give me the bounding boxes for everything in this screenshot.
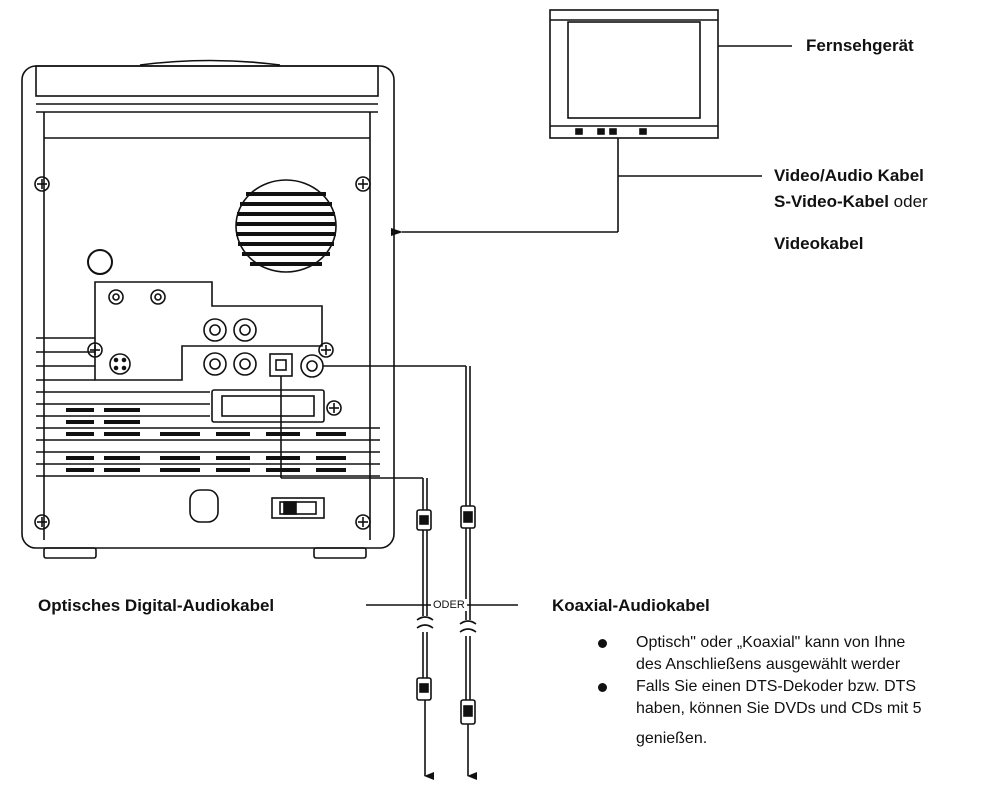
vent-slots — [36, 391, 380, 477]
note-2-line-2: haben, können Sie DVDs und CDs mit 5 — [636, 700, 922, 717]
coaxial-cable — [323, 365, 477, 780]
bullet-1 — [598, 639, 607, 648]
screw-icon — [34, 176, 371, 530]
optical-cable — [280, 376, 434, 780]
note-1-line-2: des Anschließens ausgewählt werder — [636, 656, 901, 673]
av-cable-label: Video/Audio Kabel — [774, 166, 924, 185]
rca-jacks-icon — [203, 318, 257, 376]
optical-cable-label: Optisches Digital-Audiokabel — [38, 596, 275, 615]
tv-label: Fernsehgerät — [806, 36, 914, 55]
note-2-line-3: genießen. — [636, 730, 708, 747]
coax-cable-label: Koaxial-Audiokabel — [552, 596, 710, 615]
note-2-line-1: Falls Sie einen DTS-Dekoder bzw. DTS — [636, 678, 917, 695]
bullet-2 — [598, 683, 607, 692]
note-1-line-1: Optisch" oder „Koaxial" kann von Ihne — [636, 634, 906, 651]
speaker-grille-icon — [235, 179, 337, 273]
svideo-cable-label: S-Video-Kabel — [774, 192, 889, 211]
voltage-switch-icon — [271, 497, 325, 519]
optical-out-icon — [269, 353, 293, 377]
oder-label: oder — [893, 192, 928, 211]
note-1: Optisch" oder „Koaxial" kann von Ihne de… — [636, 632, 905, 676]
coaxial-out-icon — [300, 354, 324, 378]
note-2: Falls Sie einen DTS-Dekoder bzw. DTS hab… — [636, 676, 921, 750]
svideo-jack-icon — [109, 353, 131, 375]
tv-icon — [549, 9, 719, 139]
svideo-cable-label-row: S-Video-Kabel oder — [774, 192, 928, 212]
video-cable-label: Videokabel — [774, 234, 864, 253]
player-rear-panel — [21, 59, 395, 559]
oder-caps-label: ODER — [431, 599, 467, 611]
